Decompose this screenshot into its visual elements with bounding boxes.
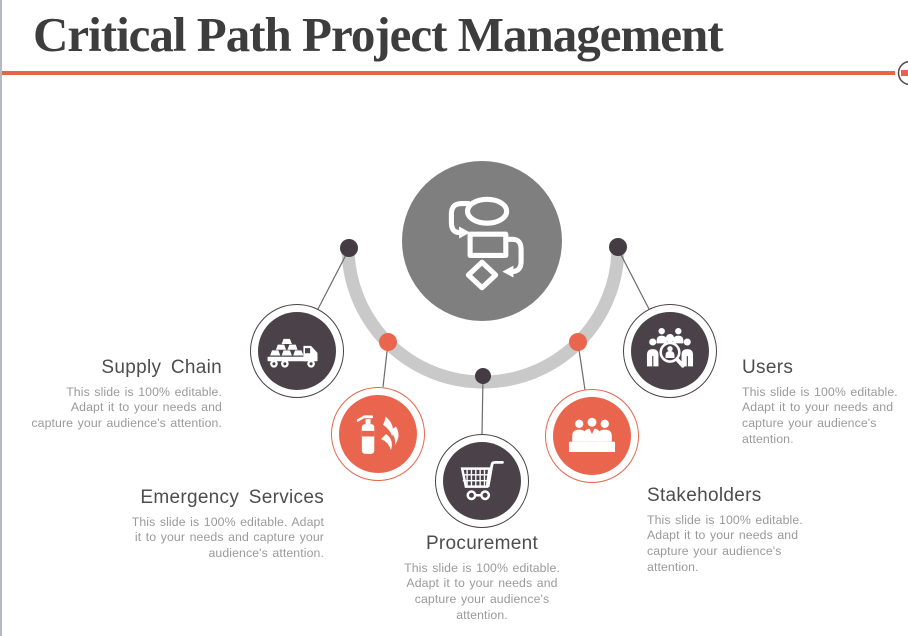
user-search-icon bbox=[646, 327, 694, 368]
emergency-services-desc: This slide is 100% editable. Adapt it to… bbox=[131, 514, 324, 561]
node-supply-chain[interactable] bbox=[250, 304, 344, 398]
page-title[interactable]: Critical Path Project Management bbox=[33, 7, 724, 62]
arc-accent-dot-right bbox=[569, 333, 587, 351]
users-bubble bbox=[631, 312, 709, 390]
users-desc: This slide is 100% editable. Adapt it to… bbox=[742, 384, 898, 446]
central-node[interactable] bbox=[402, 161, 562, 321]
stakeholders-desc: This slide is 100% editable. Adapt it to… bbox=[647, 512, 803, 574]
node-stakeholders[interactable] bbox=[545, 389, 639, 483]
arc-end-dot-right bbox=[609, 238, 627, 256]
stakeholders-bubble bbox=[553, 397, 631, 475]
fire-extinguisher-icon bbox=[356, 415, 399, 454]
supply-chain-desc: This slide is 100% editable. Adapt it to… bbox=[31, 384, 222, 431]
arc-end-dot-left bbox=[340, 239, 358, 257]
arc-bottom-dot bbox=[475, 368, 491, 384]
arc-accent-dot-left bbox=[379, 333, 397, 351]
node-procurement[interactable] bbox=[435, 434, 529, 528]
title-divider bbox=[2, 71, 895, 75]
procurement-title: Procurement bbox=[425, 533, 539, 554]
node-emergency-services[interactable] bbox=[331, 387, 425, 481]
procurement-desc: This slide is 100% editable. Adapt it to… bbox=[404, 560, 560, 622]
emergency-services-title: Emergency Services bbox=[140, 487, 324, 508]
procurement-bubble bbox=[443, 442, 521, 520]
node-users[interactable] bbox=[623, 304, 717, 398]
truck-gold-bars-icon bbox=[267, 338, 318, 368]
label-supply-chain[interactable]: Supply Chain This slide is 100% editable… bbox=[30, 357, 222, 432]
label-procurement[interactable]: Procurement This slide is 100% editable.… bbox=[389, 533, 575, 623]
shopping-cart-icon bbox=[460, 461, 504, 501]
meeting-table-icon bbox=[568, 417, 616, 452]
flowchart-icon bbox=[448, 196, 524, 291]
label-emergency-services[interactable]: Emergency Services This slide is 100% ed… bbox=[126, 487, 324, 562]
divider-end-segment bbox=[901, 70, 908, 76]
supply-chain-title: Supply Chain bbox=[101, 357, 222, 378]
users-title: Users bbox=[742, 357, 794, 378]
label-users[interactable]: Users This slide is 100% editable. Adapt… bbox=[742, 357, 908, 447]
supply-chain-bubble bbox=[258, 312, 336, 390]
stakeholders-title: Stakeholders bbox=[647, 485, 762, 506]
label-stakeholders[interactable]: Stakeholders This slide is 100% editable… bbox=[647, 485, 823, 575]
emergency-services-bubble bbox=[339, 395, 417, 473]
